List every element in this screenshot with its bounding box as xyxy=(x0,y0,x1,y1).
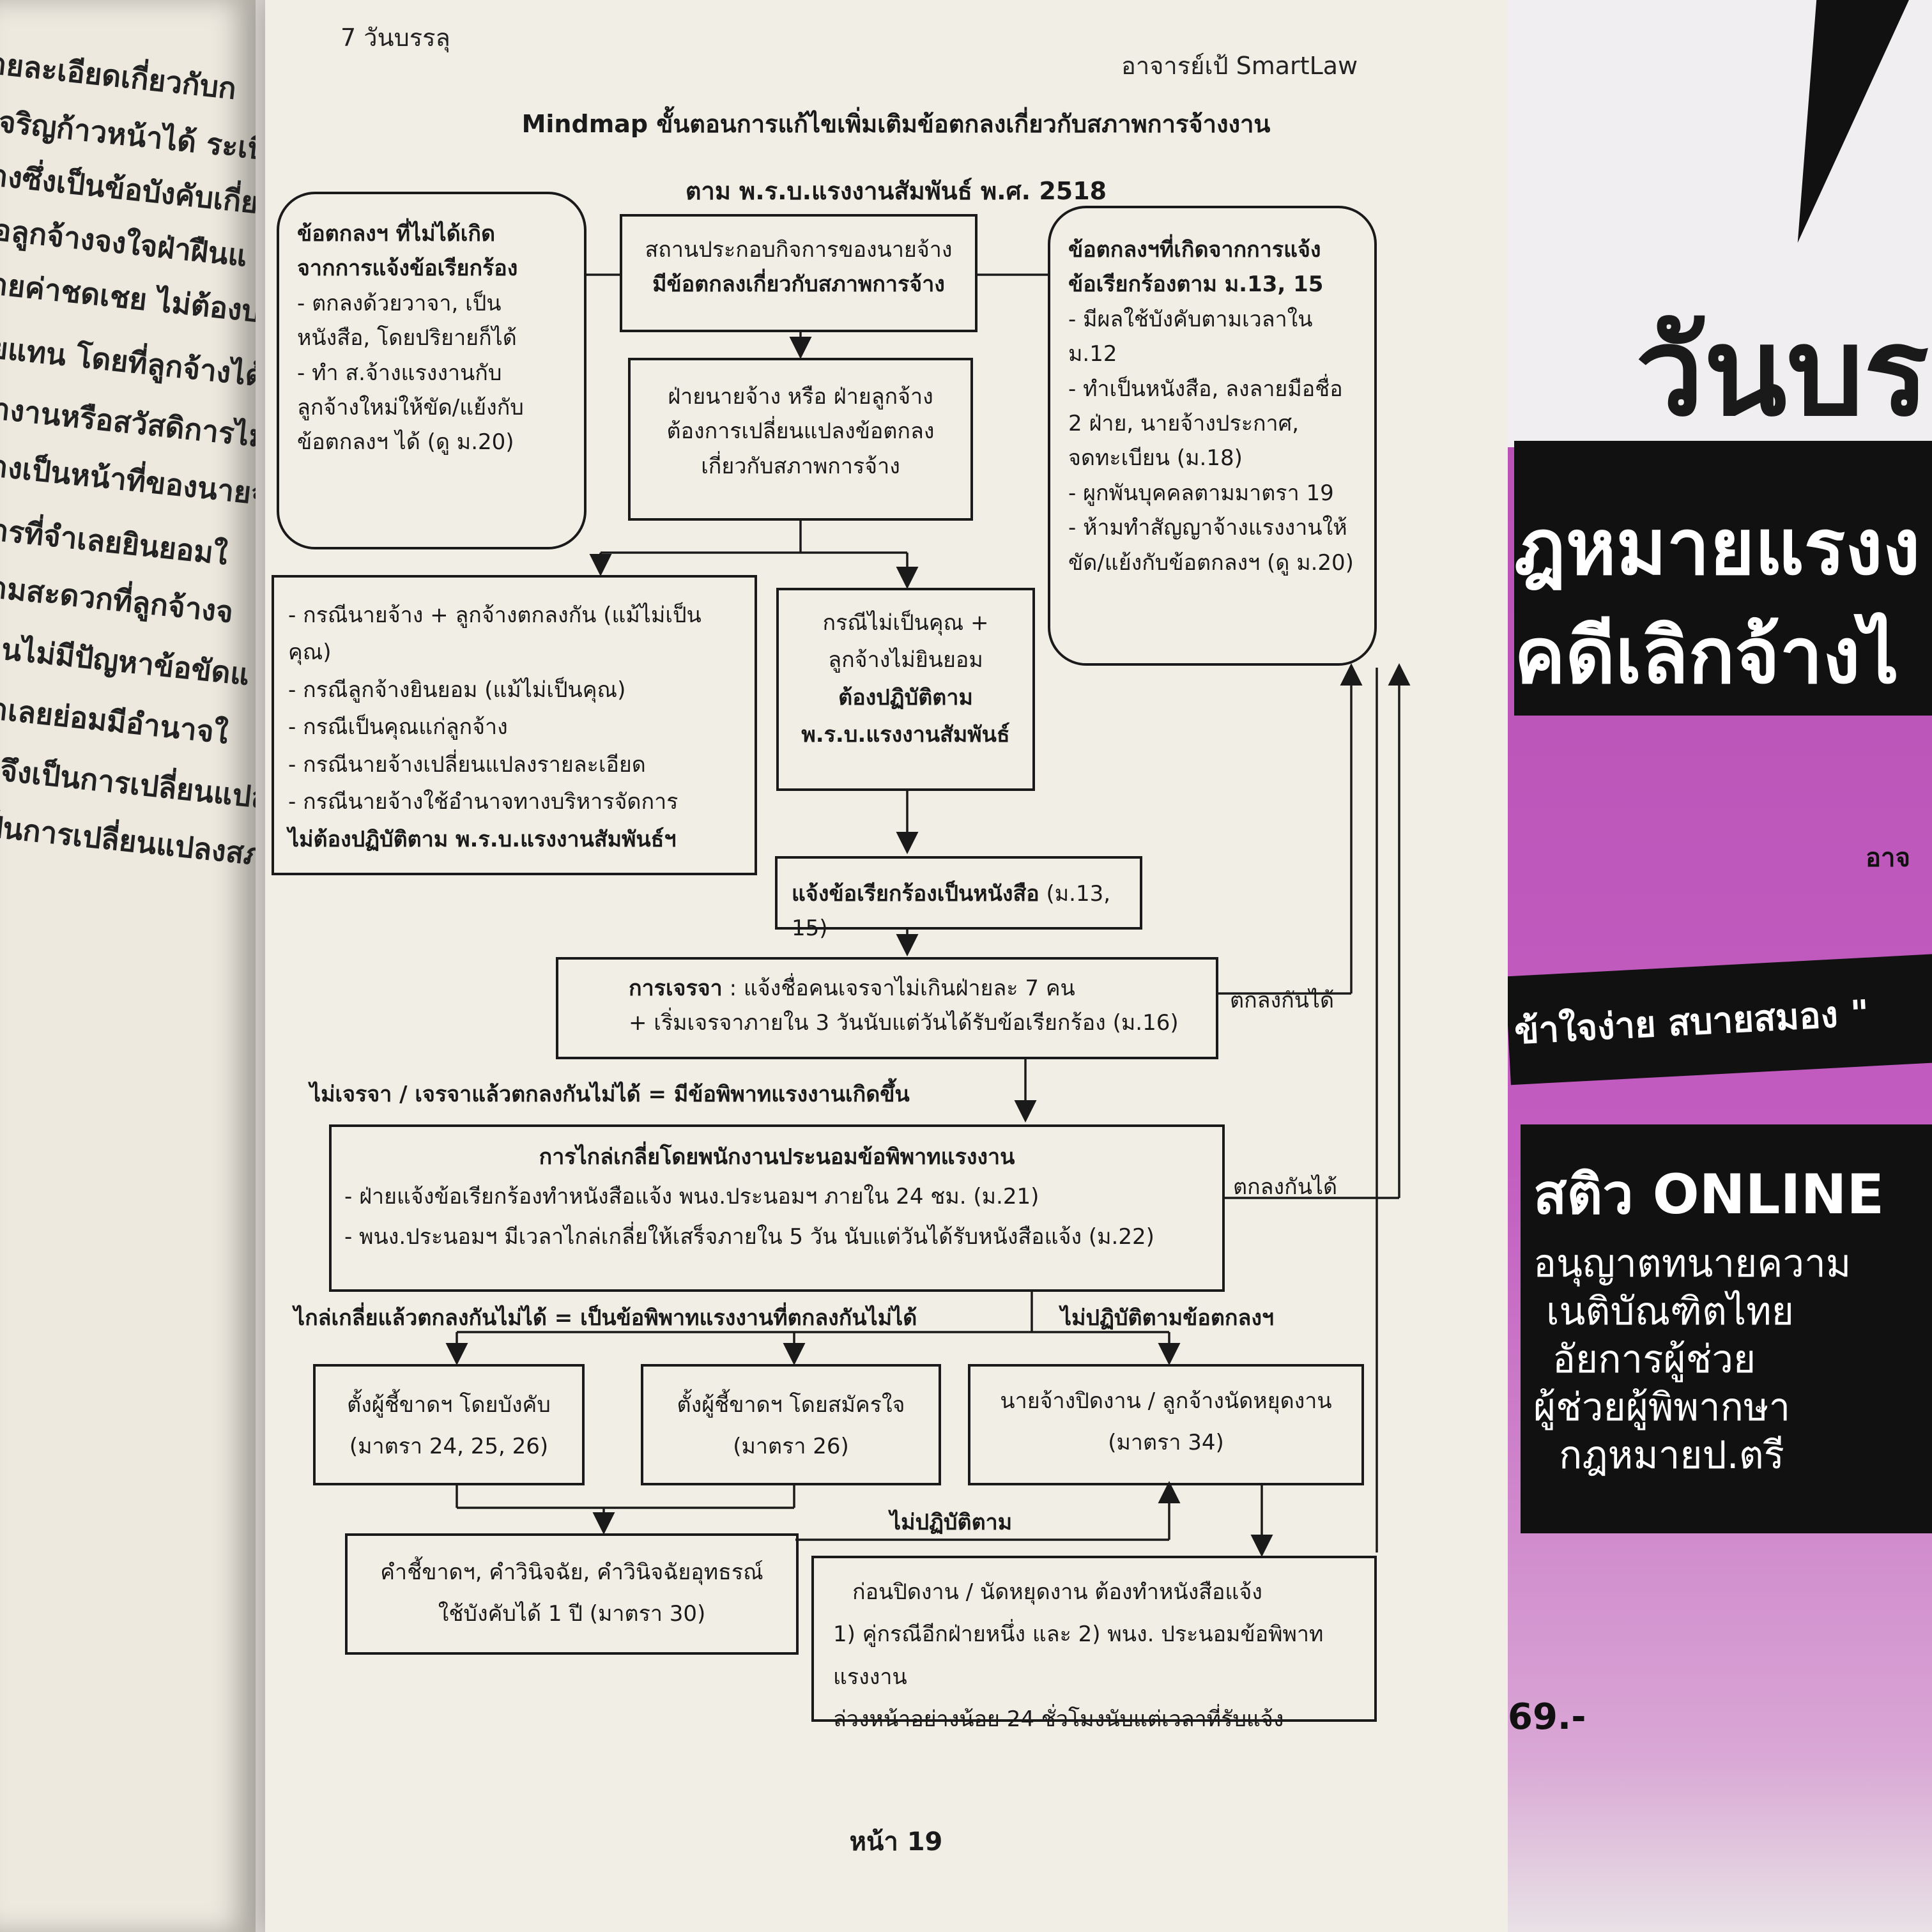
mediation-l2: - พนง.ประนอมฯ มีเวลาไกล่เกลี่ยให้เสร็จภา… xyxy=(344,1223,1154,1250)
wish-to-change-l2: ต้องการเปลี่ยนแปลงข้อตกลง xyxy=(666,418,935,445)
left-page-line: เจนไม่มีปัญหาข้อขัดแ xyxy=(0,629,252,693)
label-noncompliance: ไม่ปฏิบัติตามข้อตกลงฯ xyxy=(1061,1305,1275,1331)
exempt-l3: - กรณีเป็นคุณแก่ลูกจ้าง xyxy=(288,714,508,740)
box-notify-demand: แจ้งข้อเรียกร้องเป็นหนังสือ (ม.13, 15) xyxy=(775,856,1142,941)
not-beneficial-l1: กรณีไม่เป็นคุณ + xyxy=(822,610,989,636)
compulsory-l2: (มาตรา 24, 25, 26) xyxy=(349,1433,549,1459)
cover-online-title: สติว ONLINE xyxy=(1533,1163,1885,1227)
box-wish-to-change: ฝ่ายนายจ้าง หรือ ฝ่ายลูกจ้าง ต้องการเปลี… xyxy=(628,358,973,521)
box-mediation: การไกล่เกลี่ยโดยพนักงานประนอมข้อพิพาทแรง… xyxy=(329,1124,1225,1292)
exempt-l5: - กรณีนายจ้างใช้อำนาจทางบริหารจัดการ xyxy=(288,789,678,815)
notify-bold: แจ้งข้อเรียกร้องเป็นหนังสือ xyxy=(792,881,1039,907)
cover-online-item: อัยการผู้ช่วย xyxy=(1552,1337,1756,1382)
negotiation-bold: การเจรจา xyxy=(629,976,723,1001)
header-right: อาจารย์เป้ SmartLaw xyxy=(1121,52,1358,80)
from-demand-l1: - มีผลใช้บังคับตามเวลาใน ม.12 xyxy=(1068,306,1313,367)
box-from-demand: ข้อตกลงฯที่เกิดจากการแจ้ง ข้อเรียกร้องตา… xyxy=(1048,206,1377,666)
exempt-l4: - กรณีนายจ้างเปลี่ยนแปลงรายละเอียด xyxy=(288,751,646,778)
cover-title: วันบร xyxy=(1636,302,1929,443)
header-left: 7 วันบรรลุ xyxy=(341,24,450,52)
from-demand-l5: - ผูกพันบุคคลตามมาตรา 19 xyxy=(1068,480,1334,506)
mediation-title: การไกล่เกลี่ยโดยพนักงานประนอมข้อพิพาทแรง… xyxy=(539,1144,1015,1170)
left-page-line: การที่จำเลยยินยอมใ xyxy=(0,510,229,572)
not-from-demand-l5: ข้อตกลงฯ ได้ (ดู ม.20) xyxy=(297,429,514,456)
negotiation-l2: + เริ่มเจรจาภายใน 3 วันนับแต่วันได้รับข้… xyxy=(629,1010,1179,1036)
prior-notice-l1: ก่อนปิดงาน / นัดหยุดงาน ต้องทำหนังสือแจ้… xyxy=(852,1579,1262,1605)
label-not-comply: ไม่ปฏิบัติตาม xyxy=(890,1510,1013,1535)
mindmap-title-line1: Mindmap ขั้นตอนการแก้ไขเพิ่มเติมข้อตกลงเ… xyxy=(521,110,1271,138)
book-cover: วันบร ฎหมายแรงง คดีเลิกจ้างไ อาจ ข้าใจง่… xyxy=(1508,0,1932,1932)
cover-title-band xyxy=(1514,441,1932,716)
not-from-demand-l1: - ตกลงด้วยวาจา, เป็น xyxy=(297,290,502,316)
box-not-from-demand: ข้อตกลงฯ ที่ไม่ได้เกิด จากการแจ้งข้อเรีย… xyxy=(277,192,586,549)
exempt-l1: - กรณีนายจ้าง + ลูกจ้างตกลงกัน (แม้ไม่เป… xyxy=(288,602,702,666)
cover-online-item: กฎหมายป.ตรี xyxy=(1559,1433,1784,1478)
from-demand-title1: ข้อตกลงฯที่เกิดจากการแจ้ง xyxy=(1068,237,1321,263)
main-page: 7 วันบรรลุ อาจารย์เป้ SmartLaw Mindmap ข… xyxy=(265,0,1527,1932)
cover-online-item: เนติบัณฑิตไทย xyxy=(1546,1289,1794,1334)
cover-white-area xyxy=(1508,0,1932,447)
left-facing-page: รายละเอียดเกี่ยวกับกงเจริญก้าวหน้าได้ ระ… xyxy=(0,0,256,1932)
cover-band-line1: ฎหมายแรงง xyxy=(1514,503,1920,592)
compulsory-l1: ตั้งผู้ชี้ขาดฯ โดยบังคับ xyxy=(347,1392,551,1418)
label-agreed-2: ตกลงกันได้ xyxy=(1233,1174,1338,1200)
from-demand-l4: จดทะเบียน (ม.18) xyxy=(1068,445,1243,471)
voluntary-l2: (มาตรา 26) xyxy=(733,1433,849,1459)
flow-connectors xyxy=(445,273,1411,1557)
cover-online-item: ผู้ช่วยผู้พิพากษา xyxy=(1533,1385,1791,1430)
from-demand-title2: ข้อเรียกร้องตาม ม.13, 15 xyxy=(1068,272,1324,298)
not-beneficial-l4: พ.ร.บ.แรงงานสัมพันธ์ xyxy=(801,722,1010,748)
label-unresolved: ไกล่เกลี่ยแล้วตกลงกันไม่ได้ = เป็นข้อพิพ… xyxy=(294,1305,917,1331)
cover-author: อาจ xyxy=(1866,843,1910,873)
left-page-line: จำเลยย่อมมีอำนาจใ xyxy=(0,689,230,751)
workplace-l2: มีข้อตกลงเกี่ยวกับสภาพการจ้าง xyxy=(652,272,945,298)
cover-online-item: อนุญาตทนายความ xyxy=(1533,1241,1851,1286)
box-prior-notice: ก่อนปิดงาน / นัดหยุดงาน ต้องทำหนังสือแจ้… xyxy=(811,1556,1377,1732)
exempt-l6: ไม่ต้องปฏิบัติตาม พ.ร.บ.แรงงานสัมพันธ์ฯ xyxy=(288,826,677,852)
not-from-demand-title1: ข้อตกลงฯ ที่ไม่ได้เกิด xyxy=(297,221,496,247)
label-dispute: ไม่เจรจา / เจรจาแล้วตกลงกันไม่ได้ = มีข้… xyxy=(310,1082,910,1107)
box-exempt-cases: - กรณีนายจ้าง + ลูกจ้างตกลงกัน (แม้ไม่เป… xyxy=(272,575,757,875)
from-demand-l3: 2 ฝ่าย, นายจ้างประกาศ, xyxy=(1068,410,1300,436)
exempt-l2: - กรณีลูกจ้างยินยอม (แม้ไม่เป็นคุณ) xyxy=(288,677,626,703)
not-from-demand-l2: หนังสือ, โดยปริยายก็ได้ xyxy=(297,325,517,351)
not-beneficial-l2: ลูกจ้างไม่ยินยอม xyxy=(828,647,983,673)
from-demand-l6: - ห้ามทำสัญญาจ้างแรงงานให้ xyxy=(1068,515,1347,541)
wish-to-change-l1: ฝ่ายนายจ้าง หรือ ฝ่ายลูกจ้าง xyxy=(668,384,933,410)
box-workplace-agreement: สถานประกอบกิจการของนายจ้าง มีข้อตกลงเกี่… xyxy=(620,214,977,332)
wish-to-change-l3: เกี่ยวกับสภาพการจ้าง xyxy=(701,453,900,479)
box-compulsory-arbitration: ตั้งผู้ชี้ขาดฯ โดยบังคับ (มาตรา 24, 25, … xyxy=(313,1364,585,1485)
prior-notice-l2: 1) คู่กรณีอีกฝ่ายหนึ่ง และ 2) พนง. ประนอ… xyxy=(833,1621,1324,1690)
box-voluntary-arbitration: ตั้งผู้ชี้ขาดฯ โดยสมัครใจ (มาตรา 26) xyxy=(641,1364,941,1485)
box-negotiation: การเจรจา : แจ้งชื่อคนเจรจาไม่เกินฝ่ายละ … xyxy=(556,957,1218,1059)
cover-band-line2: คดีเลิกจ้างไ xyxy=(1514,612,1899,701)
not-from-demand-title2: จากการแจ้งข้อเรียกร้อง xyxy=(297,256,518,282)
from-demand-l2: - ทำเป็นหนังสือ, ลงลายมือชื่อ xyxy=(1068,376,1343,402)
award-l2: ใช้บังคับได้ 1 ปี (มาตรา 30) xyxy=(438,1600,706,1627)
mediation-l1: - ฝ่ายแจ้งข้อเรียกร้องทำหนังสือแจ้ง พนง.… xyxy=(344,1184,1039,1210)
left-page-line: รายละเอียดเกี่ยวกับก xyxy=(0,44,238,106)
negotiation-l1: : แจ้งชื่อคนเจรจาไม่เกินฝ่ายละ 7 คน xyxy=(722,976,1075,1001)
lockout-l1: นายจ้างปิดงาน / ลูกจ้างนัดหยุดงาน xyxy=(1000,1388,1332,1414)
box-lockout-strike: นายจ้างปิดงาน / ลูกจ้างนัดหยุดงาน (มาตรา… xyxy=(968,1364,1364,1485)
workplace-l1: สถานประกอบกิจการของนายจ้าง xyxy=(645,237,953,263)
prior-notice-l3: ล่วงหน้าอย่างน้อย 24 ชั่วโมงนับแต่เวลาที… xyxy=(833,1706,1284,1732)
not-beneficial-l3: ต้องปฏิบัติตาม xyxy=(838,684,973,710)
not-from-demand-l3: - ทำ ส.จ้างแรงงานกับ xyxy=(297,360,502,386)
lockout-l2: (มาตรา 34) xyxy=(1108,1429,1224,1455)
label-agreed-1: ตกลงกันได้ xyxy=(1230,988,1335,1013)
cover-online-panel xyxy=(1521,1124,1932,1533)
notify-rest: (ม.13, 15) xyxy=(792,881,1111,942)
award-l1: คำชี้ขาดฯ, คำวินิจฉัย, คำวินิจฉัยอุทธรณ์ xyxy=(380,1560,763,1585)
mindmap-title-line2: ตาม พ.ร.บ.แรงงานสัมพันธ์ พ.ศ. 2518 xyxy=(685,177,1107,205)
not-from-demand-l4: ลูกจ้างใหม่ให้ขัด/แย้งกับ xyxy=(297,394,524,420)
cover-price: 69.- xyxy=(1508,1696,1586,1738)
voluntary-l1: ตั้งผู้ชี้ขาดฯ โดยสมัครใจ xyxy=(677,1392,905,1418)
box-not-beneficial: กรณีไม่เป็นคุณ + ลูกจ้างไม่ยินยอม ต้องปฏ… xyxy=(776,588,1035,791)
box-award: คำชี้ขาดฯ, คำวินิจฉัย, คำวินิจฉัยอุทธรณ์… xyxy=(345,1533,799,1655)
page-number: หน้า 19 xyxy=(849,1827,943,1857)
from-demand-l7: ขัด/แย้งกับข้อตกลงฯ (ดู ม.20) xyxy=(1068,549,1354,576)
